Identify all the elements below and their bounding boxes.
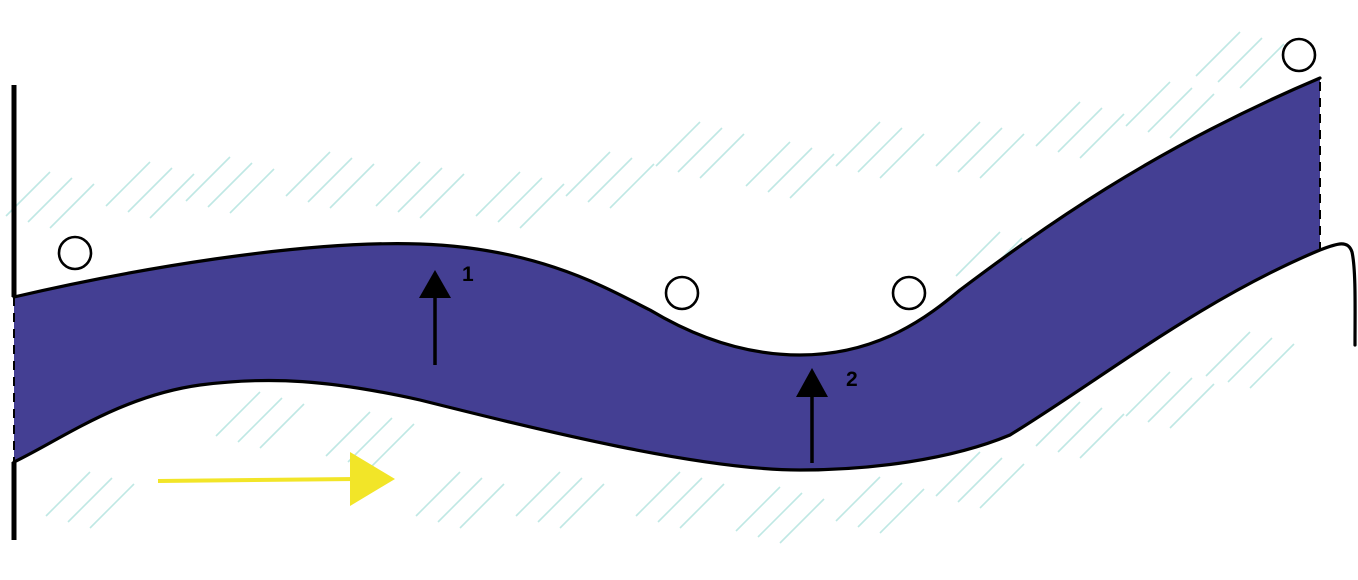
circle-marker-icon (893, 277, 925, 309)
hatch-line (610, 164, 654, 208)
point-label-1: 1 (462, 263, 474, 286)
hatch-line (90, 484, 134, 528)
hatch-line (1148, 378, 1192, 422)
hatch-line (680, 484, 724, 528)
hatch-line (1080, 414, 1124, 458)
hatch-line (260, 404, 304, 448)
hatch-line (858, 128, 902, 172)
hatch-line (1036, 102, 1080, 146)
hatch-line (420, 174, 464, 218)
hatch-line (308, 158, 352, 202)
hatch-line (1148, 88, 1192, 132)
hatch-line (128, 168, 172, 212)
hatch-line (186, 157, 230, 201)
hatch-line (476, 172, 520, 216)
hatch-line (1058, 108, 1102, 152)
hatch-line (658, 478, 702, 522)
hatch-line (566, 152, 610, 196)
hatch-line (880, 489, 924, 533)
hatch-line (286, 152, 330, 196)
hatch-line (68, 478, 112, 522)
hatch-line (980, 134, 1024, 178)
hatch-line (678, 128, 722, 172)
hatch-line (1240, 44, 1284, 88)
hatch-line (150, 174, 194, 218)
hatch-line (780, 499, 824, 543)
hatch-line (1218, 38, 1262, 82)
hatch-line (1170, 384, 1214, 428)
circle-marker-icon (59, 237, 91, 269)
hatch-line (936, 452, 980, 496)
hatch-line (958, 128, 1002, 172)
hatch-line (46, 472, 90, 516)
hatch-line (460, 484, 504, 528)
hatch-line (758, 493, 802, 537)
hatch-line (560, 484, 604, 528)
hatch-line (230, 169, 274, 213)
hatch-line (588, 158, 632, 202)
hatch-line (656, 122, 700, 166)
flow-band (14, 78, 1320, 470)
hatch-line (106, 162, 150, 206)
hatch-line (538, 478, 582, 522)
hatch-line (208, 163, 252, 207)
hatch-line (330, 164, 374, 208)
hatch-line (1206, 332, 1250, 376)
hatch-line (790, 154, 834, 198)
hatch-line (50, 184, 94, 228)
hatch-line (768, 148, 812, 192)
hatch-line (28, 178, 72, 222)
hatch-line (1196, 32, 1240, 76)
hatch-line (216, 392, 260, 436)
hatch-line (1058, 408, 1102, 452)
hatch-line (398, 168, 442, 212)
hatch-line (416, 472, 460, 516)
hatch-line (1080, 114, 1124, 158)
hatch-line (1228, 338, 1272, 382)
hatch-line (326, 412, 370, 456)
hatch-line (498, 178, 542, 222)
hatch-line (438, 478, 482, 522)
point-label-2: 2 (846, 368, 858, 391)
circle-marker-icon (666, 277, 698, 309)
hatch-line (370, 424, 414, 468)
hatch-line (858, 483, 902, 527)
hatch-line (936, 122, 980, 166)
hatch-line (1126, 82, 1170, 126)
hatch-line (836, 477, 880, 521)
hatch-line (736, 487, 780, 531)
hatch-line (746, 142, 790, 186)
hatch-line (516, 472, 560, 516)
hatch-line (238, 398, 282, 442)
hatch-line (980, 464, 1024, 508)
circle-marker-icon (1283, 39, 1315, 71)
hatch-line (520, 184, 564, 228)
hatch-line (636, 472, 680, 516)
hatch-line (880, 134, 924, 178)
hatch-line (1250, 344, 1294, 388)
hatch-line (376, 162, 420, 206)
hatch-line (958, 458, 1002, 502)
hatch-line (1126, 372, 1170, 416)
hatch-line (836, 122, 880, 166)
hatch-line (700, 134, 744, 178)
arrow-right-icon (158, 452, 395, 506)
